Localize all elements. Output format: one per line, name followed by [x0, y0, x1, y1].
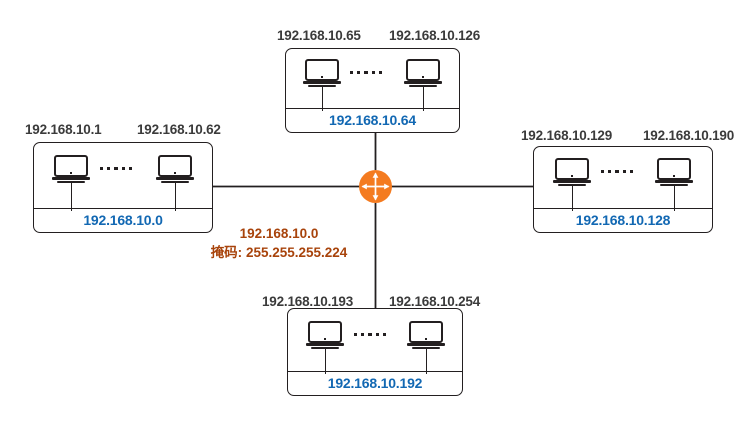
host-caption-top-last: 192.168.10.126 [389, 28, 481, 43]
router-network-annotation: 192.168.10.0 掩码: 255.255.255.224 [196, 224, 362, 262]
monitor-neck-icon [404, 81, 442, 84]
subnet-hosts-left [34, 143, 212, 211]
host-caption-left-last: 192.168.10.62 [137, 122, 221, 137]
monitor-indicator-icon [321, 76, 324, 79]
monitor-neck-icon [306, 343, 344, 346]
monitor-screen-icon [409, 321, 443, 343]
host-icon-bottom-first[interactable] [306, 321, 344, 351]
monitor-neck-icon [156, 177, 194, 180]
monitor-screen-icon [158, 155, 192, 177]
host-stem-left-last [175, 183, 176, 211]
monitor-base-icon [57, 181, 85, 184]
monitor-indicator-icon [70, 172, 73, 175]
monitor-neck-icon [303, 81, 341, 84]
router-network-line: 192.168.10.0 [239, 226, 319, 241]
subnet-divider-left [34, 208, 212, 209]
subnet-divider-right [534, 208, 712, 209]
monitor-base-icon [558, 184, 586, 187]
subnet-hosts-right [534, 147, 712, 211]
router-node[interactable] [359, 170, 392, 203]
host-caption-bottom-first: 192.168.10.193 [262, 294, 354, 309]
monitor-base-icon [412, 347, 440, 350]
host-caption-top-first: 192.168.10.65 [277, 28, 361, 43]
subnet-hosts-top [286, 49, 459, 111]
host-icon-top-last[interactable] [404, 59, 442, 89]
monitor-screen-icon [305, 59, 339, 81]
ellipsis-left [100, 167, 132, 171]
monitor-indicator-icon [422, 76, 425, 79]
monitor-indicator-icon [425, 338, 428, 341]
ellipsis-right [601, 170, 633, 174]
monitor-indicator-icon [174, 172, 177, 175]
monitor-indicator-icon [673, 175, 676, 178]
host-caption-left-first: 192.168.10.1 [25, 122, 102, 137]
monitor-screen-icon [54, 155, 88, 177]
host-stem-top-last [423, 87, 424, 111]
subnet-box-right[interactable]: 192.168.10.128 [533, 146, 713, 233]
subnet-divider-bottom [288, 371, 462, 372]
host-stem-bottom-first [325, 349, 326, 374]
host-icon-bottom-last[interactable] [407, 321, 445, 351]
host-caption-bottom-last: 192.168.10.254 [389, 294, 481, 309]
host-icon-left-first[interactable] [52, 155, 90, 185]
monitor-base-icon [161, 181, 189, 184]
monitor-base-icon [308, 85, 336, 88]
router-mask-value: 255.255.255.224 [245, 245, 348, 260]
host-icon-left-last[interactable] [156, 155, 194, 185]
host-stem-top-first [322, 87, 323, 111]
subnet-divider-top [286, 108, 459, 109]
subnet-label-bottom: 192.168.10.192 [327, 375, 423, 391]
ellipsis-top [350, 71, 382, 75]
subnet-label-left: 192.168.10.0 [83, 212, 163, 228]
monitor-screen-icon [657, 158, 691, 180]
host-caption-right-last: 192.168.10.190 [643, 128, 735, 143]
router-mask-label: 掩码: [210, 245, 243, 260]
host-stem-right-last [674, 186, 675, 211]
monitor-indicator-icon [571, 175, 574, 178]
subnet-box-left[interactable]: 192.168.10.0 [33, 142, 213, 233]
host-stem-left-first [71, 183, 72, 211]
monitor-screen-icon [406, 59, 440, 81]
monitor-base-icon [311, 347, 339, 350]
monitor-screen-icon [555, 158, 589, 180]
monitor-screen-icon [308, 321, 342, 343]
subnet-box-bottom[interactable]: 192.168.10.192 [287, 308, 463, 396]
monitor-neck-icon [655, 180, 693, 183]
router-four-way-arrow-icon [361, 172, 390, 201]
host-caption-right-first: 192.168.10.129 [521, 128, 613, 143]
host-icon-right-last[interactable] [655, 158, 693, 188]
subnet-label-top: 192.168.10.64 [329, 112, 416, 128]
monitor-indicator-icon [324, 338, 327, 341]
host-icon-top-first[interactable] [303, 59, 341, 89]
subnet-hosts-bottom [288, 309, 462, 374]
host-icon-right-first[interactable] [553, 158, 591, 188]
monitor-base-icon [660, 184, 688, 187]
monitor-neck-icon [52, 177, 90, 180]
host-stem-bottom-last [426, 349, 427, 374]
monitor-neck-icon [407, 343, 445, 346]
monitor-base-icon [409, 85, 437, 88]
subnet-label-right: 192.168.10.128 [575, 212, 671, 228]
monitor-neck-icon [553, 180, 591, 183]
ellipsis-bottom [354, 333, 386, 337]
host-stem-right-first [572, 186, 573, 211]
router-mask-line: 掩码: 255.255.255.224 [196, 243, 362, 262]
subnet-box-top[interactable]: 192.168.10.64 [285, 48, 460, 133]
